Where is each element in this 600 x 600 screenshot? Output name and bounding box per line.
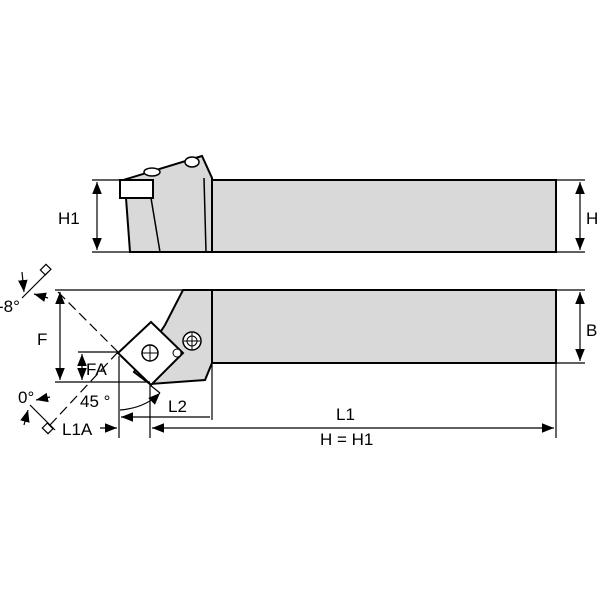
side-view [118,154,557,253]
label-h-eq-h1: H = H1 [320,430,373,449]
side-shank [211,179,557,253]
label-fa: FA [86,360,107,379]
top-view [116,289,557,387]
side-head [118,154,213,253]
label-l1: L1 [336,405,355,424]
label-h1: H1 [58,209,80,228]
label-b: B [586,321,597,340]
label-angle-45: 45 ° [80,392,110,411]
top-shank [211,289,557,364]
label-angle-0: 0° [18,388,34,407]
dimensions [18,179,585,438]
label-h: H [586,209,598,228]
label-f: F [37,330,47,349]
label-angle-neg8: -8° [0,297,20,316]
label-l2: L2 [168,397,187,416]
label-l1a: L1A [62,420,93,439]
side-insert [119,179,154,199]
